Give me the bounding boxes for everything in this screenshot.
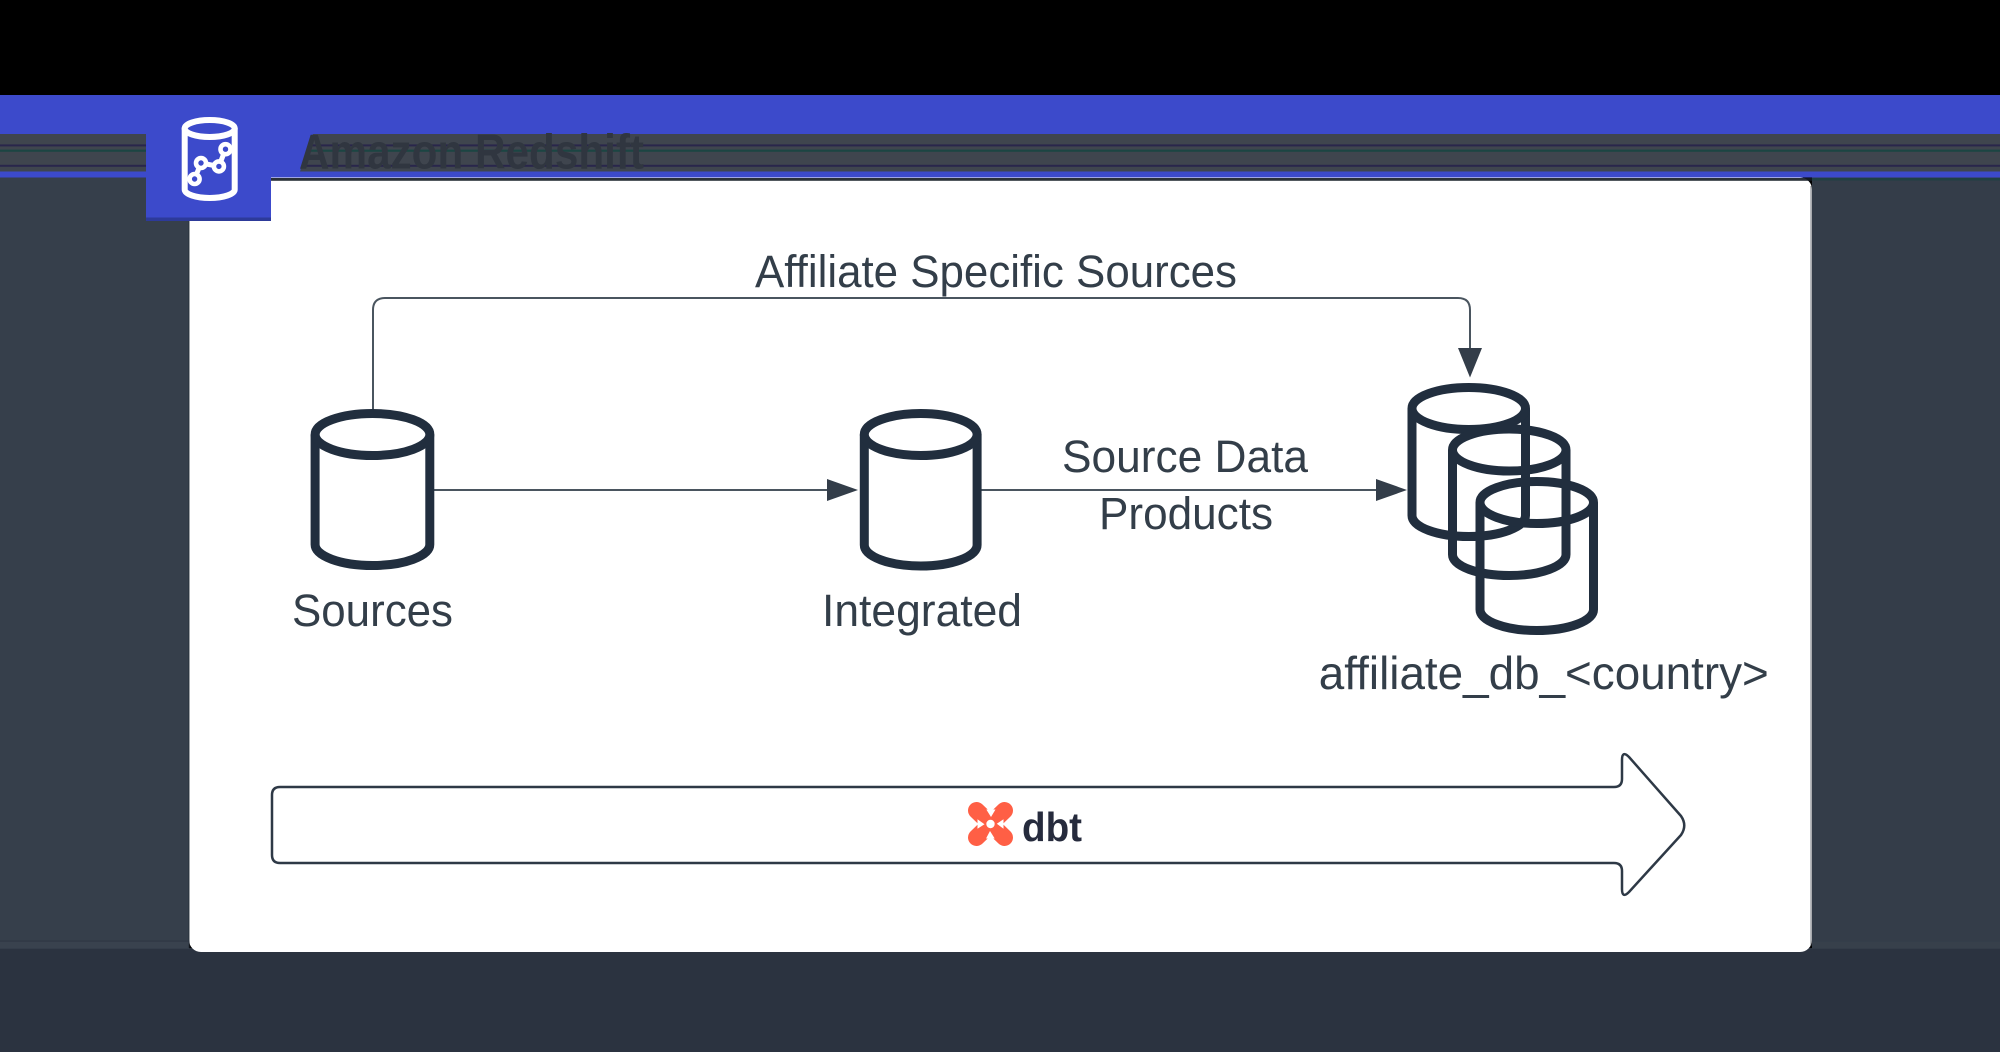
svg-text:dbt: dbt <box>1022 804 1082 850</box>
svg-text:Affiliate Specific Sources: Affiliate Specific Sources <box>755 246 1237 297</box>
svg-text:Amazon Redshift: Amazon Redshift <box>299 126 644 180</box>
svg-text:Sources: Sources <box>292 585 453 636</box>
svg-text:Integrated: Integrated <box>822 585 1022 636</box>
svg-text:affiliate_db_<country>: affiliate_db_<country> <box>1319 647 1769 699</box>
svg-text:Source Data: Source Data <box>1062 431 1309 482</box>
svg-text:Products: Products <box>1099 488 1273 539</box>
